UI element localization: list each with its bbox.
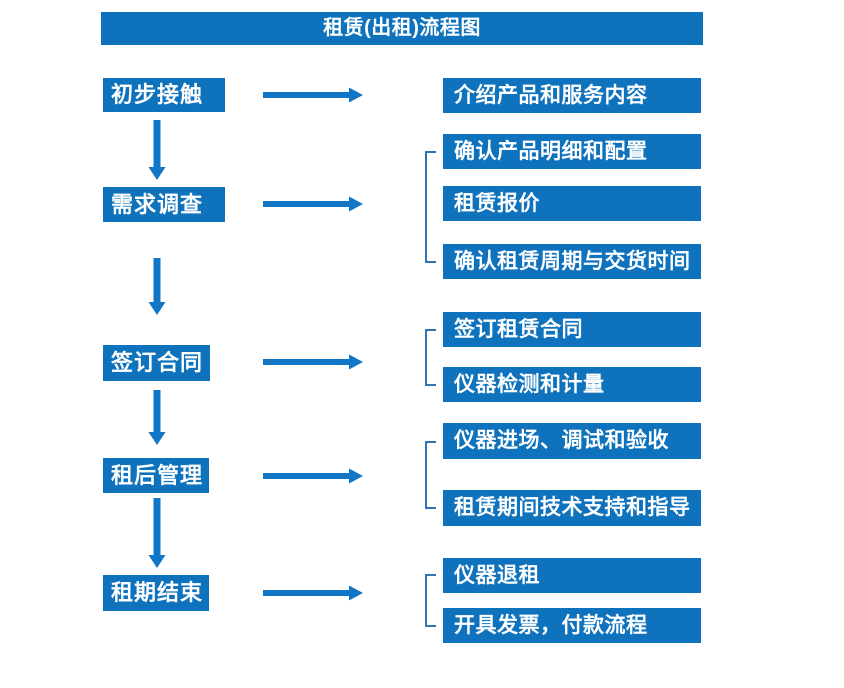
step-box-initial-contact: 初步接触 [103,78,225,112]
flow-arrow-step5 [263,585,363,601]
detail-box-instrument-return: 仪器退租 [443,558,701,593]
step-box-rental-end: 租期结束 [103,575,209,611]
detail-box-sign-rental-contract: 签订租赁合同 [443,312,701,347]
flowchart-title: 租赁(出租)流程图 [101,12,703,45]
flow-arrow-step4 [263,468,363,484]
down-arrow-step4-step5 [148,498,166,568]
detail-box-introduce-products: 介绍产品和服务内容 [443,78,701,113]
down-arrow-step3-step4 [148,390,166,445]
bracket-step4-details [425,441,436,509]
flow-arrow-step1 [263,87,363,103]
detail-box-instrument-testing: 仪器检测和计量 [443,367,701,402]
detail-box-invoice-payment: 开具发票，付款流程 [443,608,701,643]
detail-box-confirm-product-spec: 确认产品明细和配置 [443,134,701,169]
flow-arrow-step3 [263,354,363,370]
down-arrow-step2-step3 [148,258,166,315]
step-box-needs-survey: 需求调查 [103,187,225,222]
bracket-step3-details [425,329,436,386]
bracket-step2-details [425,151,436,263]
flow-arrow-step2 [263,196,363,212]
step-box-post-rental-mgmt: 租后管理 [103,458,209,493]
detail-box-rental-quote: 租赁报价 [443,186,701,221]
detail-box-confirm-period: 确认租赁周期与交货时间 [443,244,701,279]
bracket-step5-details [425,574,436,627]
detail-box-tech-support: 租赁期间技术支持和指导 [443,490,701,526]
detail-box-instrument-setup: 仪器进场、调试和验收 [443,423,701,459]
step-box-sign-contract: 签订合同 [103,345,210,381]
down-arrow-step1-step2 [148,120,166,180]
